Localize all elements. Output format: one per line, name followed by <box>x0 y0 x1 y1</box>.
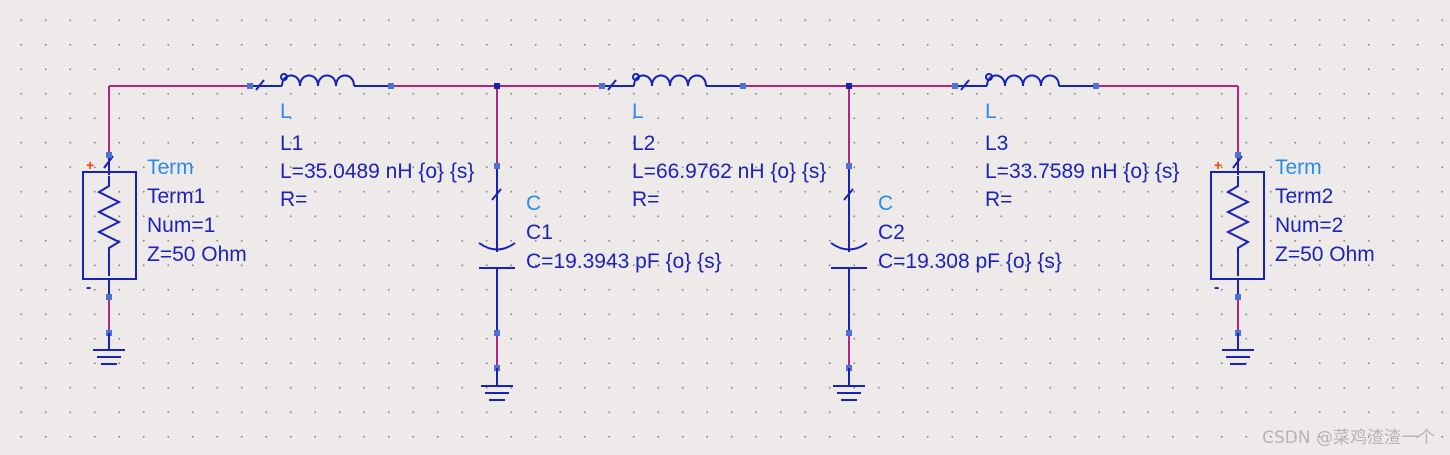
l3-r-label: R= <box>985 188 1012 211</box>
pin[interactable] <box>846 163 852 169</box>
pin-slash <box>491 188 502 201</box>
capacitor-c1[interactable]: C C1 C=19.3943 pF {o} {s} <box>478 163 722 371</box>
term1-z-label: Z=50 Ohm <box>147 243 247 266</box>
inductor-coil-icon <box>633 74 707 87</box>
inductor-coil-icon <box>281 74 355 87</box>
pin-slash <box>255 79 265 91</box>
l1-value-label: L=35.0489 nH {o} {s} <box>280 160 474 183</box>
resistor-zigzag-icon <box>96 176 122 276</box>
pin[interactable] <box>494 163 500 169</box>
term2-num-label: Num=2 <box>1275 214 1343 237</box>
inductor-coil-icon <box>986 74 1060 87</box>
l2-r-label: R= <box>632 188 659 211</box>
resistor-zigzag-icon <box>1225 176 1251 276</box>
term2-name-label: Term2 <box>1275 185 1333 208</box>
term1-num-label: Num=1 <box>147 214 215 237</box>
pin[interactable] <box>740 83 746 89</box>
l1-type-label: L <box>280 100 292 123</box>
pin-slash <box>843 188 854 201</box>
capacitor-plate-curved <box>830 242 868 251</box>
l1-name-label: L1 <box>280 132 303 155</box>
l3-name-label: L3 <box>985 132 1008 155</box>
c1-type-label: C <box>526 192 541 215</box>
pin[interactable] <box>846 330 852 336</box>
l2-name-label: L2 <box>632 132 655 155</box>
pin[interactable] <box>1235 152 1241 158</box>
watermark-text: CSDN @菜鸡渣渣一个 <box>1262 428 1435 448</box>
wires <box>108 85 1239 368</box>
pin[interactable] <box>106 152 112 158</box>
pin[interactable] <box>388 83 394 89</box>
polarity-plus: + <box>86 157 94 173</box>
polarity-minus: - <box>1214 279 1219 296</box>
l3-type-label: L <box>985 100 997 123</box>
pin[interactable] <box>952 83 958 89</box>
inductor-l1[interactable]: L L1 L=35.0489 nH {o} {s} R= <box>247 73 474 211</box>
l2-type-label: L <box>632 100 644 123</box>
ground-icon <box>833 368 865 401</box>
junction-node <box>494 83 500 89</box>
pin[interactable] <box>494 330 500 336</box>
term2-z-label: Z=50 Ohm <box>1275 243 1375 266</box>
term1-type-label: Term <box>147 156 194 179</box>
l2-value-label: L=66.9762 nH {o} {s} <box>632 160 826 183</box>
inductor-l3[interactable]: L L3 L=33.7589 nH {o} {s} R= <box>952 73 1179 211</box>
l1-r-label: R= <box>280 188 307 211</box>
capacitor-plate-curved <box>478 242 516 251</box>
c2-type-label: C <box>878 192 893 215</box>
c1-value-label: C=19.3943 pF {o} {s} <box>526 250 722 273</box>
inductor-l2[interactable]: L L2 L=66.9762 nH {o} {s} R= <box>599 73 826 211</box>
pin[interactable] <box>106 294 112 300</box>
c1-name-label: C1 <box>526 221 553 244</box>
polarity-minus: - <box>86 279 91 296</box>
pin[interactable] <box>1093 83 1099 89</box>
l3-value-label: L=33.7589 nH {o} {s} <box>985 160 1179 183</box>
pin-slash <box>607 79 617 91</box>
pin[interactable] <box>599 83 605 89</box>
junction-node <box>846 83 852 89</box>
pin[interactable] <box>1235 294 1241 300</box>
c2-value-label: C=19.308 pF {o} {s} <box>878 250 1062 273</box>
term1-component[interactable]: + - Term Term1 Num=1 Z=50 Ohm <box>82 152 247 336</box>
ground-icon <box>481 368 513 401</box>
c2-name-label: C2 <box>878 221 905 244</box>
pin-slash <box>960 79 970 91</box>
polarity-plus: + <box>1214 157 1222 173</box>
ground-icon <box>1222 333 1254 365</box>
ground-icon <box>93 333 125 365</box>
capacitor-c2[interactable]: C C2 C=19.308 pF {o} {s} <box>830 163 1062 371</box>
term1-name-label: Term1 <box>147 185 205 208</box>
pin[interactable] <box>247 83 253 89</box>
term2-type-label: Term <box>1275 156 1322 179</box>
term2-component[interactable]: + - Term Term2 Num=2 Z=50 Ohm <box>1210 152 1375 336</box>
